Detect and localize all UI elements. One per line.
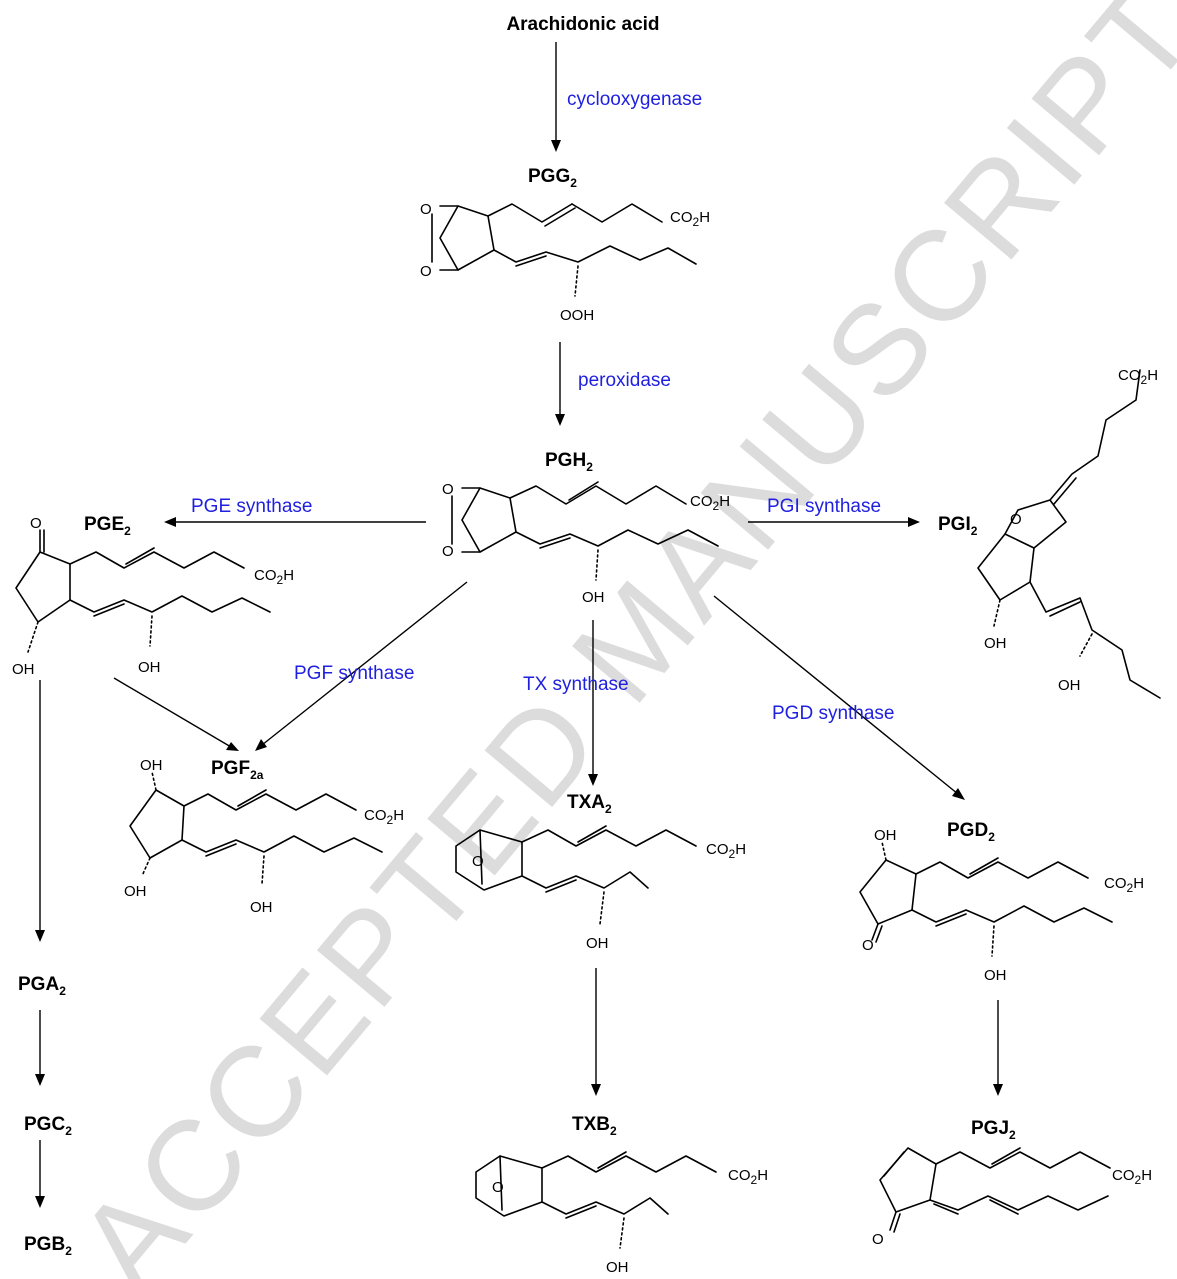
atom-o-top: O [442, 481, 454, 498]
arrow-pga-to-pgc [35, 1010, 45, 1086]
label-pga2: PGA2 [18, 974, 66, 998]
label-txb2: TXB2 [572, 1114, 617, 1138]
structure-pgi2: O OH OH CO2H [977, 367, 1161, 699]
atom-oh-top: OH [140, 757, 163, 774]
structure-pgj2: O CO2H [872, 1147, 1152, 1248]
structure-pgd2: OH O OH CO2H [859, 827, 1144, 984]
arrow-pgg-to-pgh [555, 342, 565, 426]
atom-co2h: CO2H [364, 807, 404, 827]
atom-co2h: CO2H [1112, 1167, 1152, 1187]
atom-o-bridge: O [472, 853, 484, 870]
atom-co2h: CO2H [670, 209, 710, 229]
atom-o-ring: O [1010, 511, 1022, 528]
label-pgg2: PGG2 [528, 166, 577, 190]
atom-co2h: CO2H [1118, 367, 1158, 387]
atom-o-bridge: O [492, 1179, 504, 1196]
structure-pge2: O OH OH CO2H [12, 515, 294, 678]
enzyme-pgd-synthase: PGD synthase [772, 703, 895, 724]
enzyme-tx-synthase: TX synthase [523, 674, 629, 695]
atom-o-ketone: O [30, 515, 42, 532]
atom-o-ketone: O [872, 1231, 884, 1248]
arrow-pgd-to-pgj [993, 1000, 1003, 1096]
atom-oh-chain: OH [250, 899, 273, 916]
label-pgf2a: PGF2a [211, 758, 264, 782]
atom-oh: OH [606, 1259, 629, 1276]
label-pge2: PGE2 [84, 514, 131, 538]
label-pgd2: PGD2 [947, 820, 995, 844]
atom-o-bottom: O [442, 543, 454, 560]
atom-o-bottom: O [420, 263, 432, 280]
enzyme-labels: cyclooxygenase peroxidase PGE synthase P… [191, 89, 895, 724]
arrow-pgh-to-txa [588, 620, 598, 786]
compound-labels: Arachidonic acid PGG2 PGH2 PGE2 PGI2 PGF… [18, 14, 1016, 1258]
label-pgi2: PGI2 [938, 514, 978, 538]
arrow-pgh-to-pgf [255, 581, 468, 751]
atom-oh-ring: OH [12, 661, 35, 678]
arrow-aa-to-pgg [551, 42, 561, 152]
arrow-pgh-to-pgi [748, 517, 920, 527]
arrow-pge-to-pgf [113, 677, 239, 751]
atom-co2h: CO2H [1104, 875, 1144, 895]
structure-txa2: O OH CO2H [455, 825, 746, 952]
atom-oh-chain: OH [984, 967, 1007, 984]
structure-pgg2: O O OOH CO2H [420, 201, 710, 324]
atom-co2h: CO2H [728, 1167, 768, 1187]
arrow-pgh-to-pgd [713, 595, 965, 800]
enzyme-pgi-synthase: PGI synthase [767, 496, 881, 517]
structure-txb2: O OH CO2H [475, 1151, 768, 1276]
atom-co2h: CO2H [690, 493, 730, 513]
atom-oh: OH [582, 589, 605, 606]
atom-oh-chain: OH [1058, 677, 1081, 694]
atom-oh: OH [586, 935, 609, 952]
structure-pgf2a: OH OH OH CO2H [124, 757, 404, 916]
arrow-pge-to-pga [35, 680, 45, 942]
atom-oh-ring: OH [984, 635, 1007, 652]
atom-co2h: CO2H [706, 841, 746, 861]
arrow-pgc-to-pgb [35, 1140, 45, 1208]
atom-co2h: CO2H [254, 567, 294, 587]
enzyme-pgf-synthase: PGF synthase [294, 663, 414, 684]
label-pgj2: PGJ2 [971, 1118, 1016, 1142]
reaction-arrows [35, 42, 1003, 1208]
watermark: ACCEPTED MANUSCRIPT [51, 0, 1177, 1279]
atom-oh-ring: OH [874, 827, 897, 844]
atom-o-ketone: O [862, 937, 874, 954]
label-pgh2: PGH2 [545, 450, 593, 474]
label-pgc2: PGC2 [24, 1114, 72, 1138]
label-txa2: TXA2 [567, 792, 612, 816]
atom-o-top: O [420, 201, 432, 218]
label-arachidonic-acid: Arachidonic acid [506, 14, 659, 35]
enzyme-peroxidase: peroxidase [578, 370, 671, 391]
label-pgb2: PGB2 [24, 1234, 72, 1258]
arrow-pgh-to-pge [164, 517, 426, 527]
atom-oh-chain: OH [138, 659, 161, 676]
enzyme-cyclooxygenase: cyclooxygenase [567, 89, 702, 110]
arrow-txa-to-txb [591, 968, 601, 1096]
enzyme-pge-synthase: PGE synthase [191, 496, 312, 517]
structure-pgh2: O O OH CO2H [442, 481, 730, 606]
atom-ooh: OOH [560, 307, 594, 324]
atom-oh-bottom: OH [124, 883, 147, 900]
